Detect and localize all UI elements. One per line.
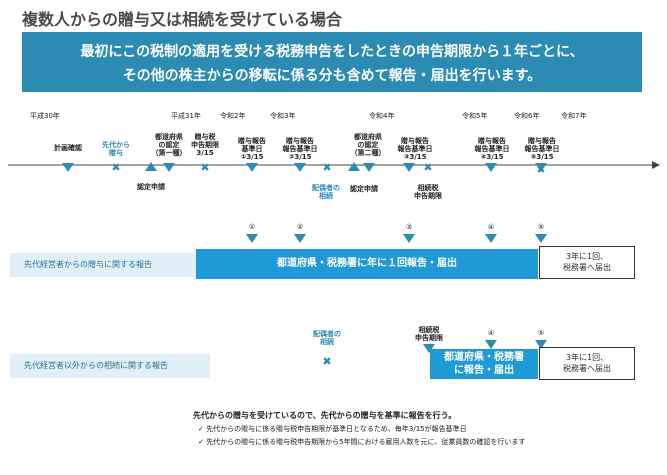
event-spouse-inheritance-label: 配偶者の相続 bbox=[312, 184, 340, 200]
era-label: 令和2年 bbox=[220, 112, 246, 120]
report-arrow-icon bbox=[403, 234, 415, 243]
note-item: ✓ 先代からの贈与に係る贈与税申告期限から5年間における雇用人数を元に、従業員数… bbox=[198, 438, 526, 446]
summary-banner: 最初にこの税制の適用を受ける税務申告をしたときの申告期限から１年ごとに、 その他… bbox=[22, 32, 642, 92]
report-arrow-icon bbox=[423, 344, 435, 353]
marker-triangle-icon bbox=[294, 163, 306, 172]
marker-triangle-icon bbox=[535, 163, 547, 172]
report-number-2: ② bbox=[296, 223, 304, 231]
era-label: 令和3年 bbox=[270, 112, 296, 120]
event-gift-label: 先代から贈与 bbox=[102, 141, 130, 157]
report-arrow-icon bbox=[485, 340, 497, 349]
x-marker-icon: ✖ bbox=[111, 161, 121, 174]
report-number-4: ④ bbox=[487, 223, 495, 231]
marker-triangle-up-icon bbox=[348, 162, 360, 171]
marker-triangle-icon bbox=[163, 163, 175, 172]
row-label-other-inheritance: 先代経営者以外からの相続に関する報告 bbox=[10, 354, 210, 378]
checkmark-icon: ✓ bbox=[198, 425, 207, 433]
row2-spouse-inheritance-label: 配偶者の相続 bbox=[313, 330, 341, 346]
triennial-filing-box: 3年に1回、税務署へ届出 bbox=[539, 347, 635, 380]
row2-inheritance-deadline-label: 相続税申告期限 bbox=[415, 326, 443, 342]
era-label: 令和7年 bbox=[561, 112, 587, 120]
report-arrow-icon bbox=[294, 234, 306, 243]
marker-triangle-up-icon bbox=[145, 162, 157, 171]
inheritance-report-bar: 都道府県・税務署に報告・届出 bbox=[430, 349, 538, 379]
note-item: ✓ 先代からの贈与に係る贈与税申告期限が基準日となるため、毎年3/15が報告基準… bbox=[198, 425, 467, 433]
report-arrow-icon bbox=[535, 340, 547, 349]
x-marker-icon: ✖ bbox=[200, 161, 210, 174]
era-label: 令和5年 bbox=[462, 112, 488, 120]
marker-triangle-icon bbox=[62, 163, 74, 172]
report-number-3: ③ bbox=[405, 223, 413, 231]
event-cert-apply-1-label: 認定申請 bbox=[137, 183, 165, 191]
report-number-5: ⑤ bbox=[537, 329, 545, 337]
annual-report-bar: 都道府県・税務署に年に１回報告・届出 bbox=[196, 249, 538, 279]
report-arrow-icon bbox=[246, 234, 258, 243]
era-label: 平成30年 bbox=[30, 112, 60, 120]
x-marker-icon: ✖ bbox=[536, 163, 546, 176]
banner-line-2: その他の株主からの移転に係る分も含めて報告・届出を行います。 bbox=[122, 68, 542, 84]
marker-triangle-icon bbox=[246, 163, 258, 172]
page-title: 複数人からの贈与又は相続を受けている場合 bbox=[22, 10, 343, 29]
event-cert-apply-2-label: 認定申請 bbox=[350, 185, 378, 193]
x-marker-icon: ✖ bbox=[322, 355, 332, 368]
timeline-axis bbox=[8, 161, 660, 169]
report-number-5: ⑤ bbox=[537, 223, 545, 231]
report-arrow-icon bbox=[485, 234, 497, 243]
era-label: 平成31年 bbox=[171, 112, 201, 120]
marker-triangle-icon bbox=[403, 163, 415, 172]
triennial-filing-box: 3年に1回、税務署へ届出 bbox=[539, 246, 635, 279]
event-plan-label: 計画確認 bbox=[54, 144, 82, 152]
report-number-1: ① bbox=[248, 223, 256, 231]
notes-heading: 先代からの贈与を受けているので、先代からの贈与を基準に報告を行う。 bbox=[193, 411, 457, 420]
event-pref-cert-2-label: 都道府県の認定（第二種） bbox=[350, 133, 386, 157]
x-marker-icon: ✖ bbox=[423, 161, 433, 174]
x-marker-icon: ✖ bbox=[322, 161, 332, 174]
report-number-4: ④ bbox=[487, 329, 495, 337]
row-label-predecessor-gift: 先代経営者からの贈与に関する報告 bbox=[10, 253, 210, 277]
marker-triangle-icon bbox=[485, 163, 497, 172]
marker-triangle-icon bbox=[363, 163, 375, 172]
report-arrow-icon bbox=[535, 234, 547, 243]
era-label: 令和6年 bbox=[514, 112, 540, 120]
event-pref-cert-1-label: 都道府県の認定（第一種） bbox=[151, 133, 187, 157]
era-label: 令和4年 bbox=[369, 112, 395, 120]
checkmark-icon: ✓ bbox=[198, 438, 207, 446]
event-inheritance-deadline-label: 相続税申告期限 bbox=[414, 184, 442, 200]
banner-line-1: 最初にこの税制の適用を受ける税務申告をしたときの申告期限から１年ごとに、 bbox=[80, 44, 584, 60]
